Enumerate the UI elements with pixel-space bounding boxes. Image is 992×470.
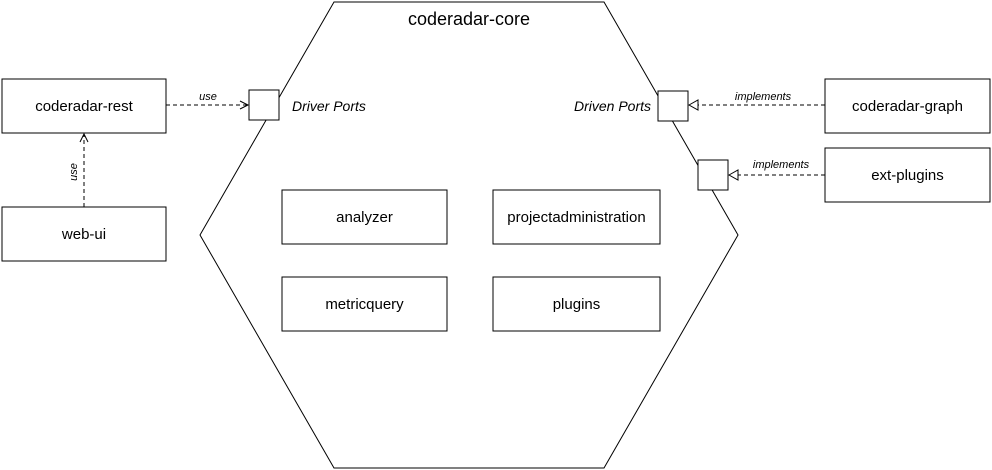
module-metricquery-label: metricquery bbox=[325, 296, 404, 313]
external-coderadar-graph bbox=[824, 78, 991, 134]
driver-port bbox=[248, 89, 280, 121]
module-metricquery bbox=[281, 276, 448, 332]
external-web-ui-label: web-ui bbox=[61, 226, 106, 243]
external-ext-plugins bbox=[824, 147, 991, 203]
external-coderadar-rest-label: coderadar-rest bbox=[35, 98, 133, 115]
edge-extplugins-to-port-label: implements bbox=[753, 159, 810, 171]
core-hexagon bbox=[199, 1, 739, 469]
module-projectadministration bbox=[492, 189, 661, 245]
arrowhead-rest-to-driver bbox=[239, 100, 250, 110]
module-analyzer-label: analyzer bbox=[336, 209, 393, 226]
driver-ports-label: Driver Ports bbox=[292, 98, 366, 114]
external-coderadar-graph-label: coderadar-graph bbox=[852, 98, 963, 115]
driven-port bbox=[657, 90, 689, 122]
edge-graph-to-driven-label: implements bbox=[735, 91, 792, 103]
module-analyzer bbox=[281, 189, 448, 245]
driven-ports-label: Driven Ports bbox=[574, 98, 651, 114]
module-projectadministration-label: projectadministration bbox=[507, 209, 645, 226]
arrowhead-graph-to-driven bbox=[687, 99, 699, 111]
external-coderadar-rest bbox=[1, 78, 167, 134]
core-title: coderadar-core bbox=[408, 9, 530, 29]
arrowhead-webui-to-rest bbox=[79, 132, 89, 143]
arrowhead-extplugins-to-port bbox=[727, 169, 739, 181]
external-web-ui bbox=[1, 206, 167, 262]
edge-rest-to-driver-label: use bbox=[199, 91, 217, 103]
plugin-port bbox=[697, 159, 729, 191]
module-plugins-label: plugins bbox=[553, 296, 601, 313]
external-ext-plugins-label: ext-plugins bbox=[871, 167, 944, 184]
module-plugins bbox=[492, 276, 661, 332]
edge-webui-to-rest-label: use bbox=[68, 163, 80, 181]
